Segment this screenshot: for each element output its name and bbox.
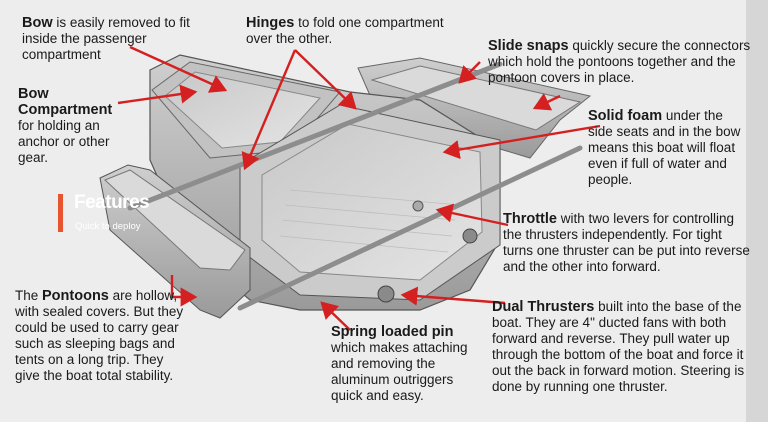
- callout-spring-pin: Spring loaded pin which makes attaching …: [331, 324, 481, 404]
- features-subtitle: Quick to deploy: [75, 221, 140, 232]
- callout-bow: Bow is easily removed to fit inside the …: [22, 15, 200, 63]
- callout-solid-foam: Solid foam under the side seats and in t…: [588, 108, 748, 188]
- callout-bow-compartment: Bow Compartment for holding an anchor or…: [18, 86, 136, 166]
- callout-dual-thrusters: Dual Thrusters built into the base of th…: [492, 299, 754, 395]
- features-title: Features: [74, 192, 149, 214]
- callout-pontoons: The Pontoons are hollow, with sealed cov…: [15, 288, 187, 384]
- callout-hinges: Hinges to fold one compartment over the …: [246, 15, 466, 47]
- callout-slide-snaps: Slide snaps quickly secure the connector…: [488, 38, 754, 86]
- accent-bar: [58, 194, 63, 232]
- callout-throttle: Throttle with two levers for controlling…: [503, 211, 755, 275]
